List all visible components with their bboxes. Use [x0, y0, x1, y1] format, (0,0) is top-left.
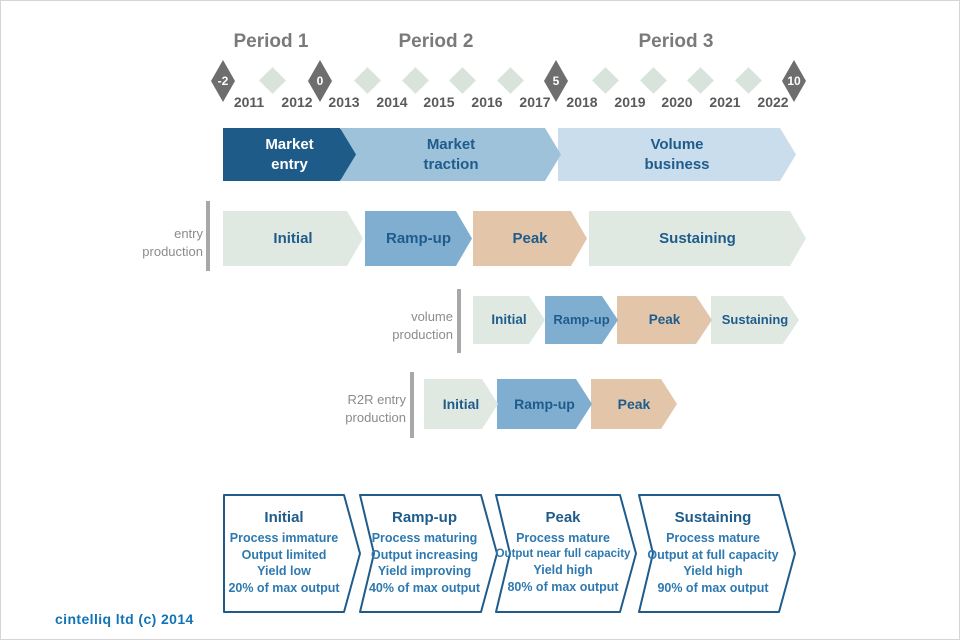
legend-line: 20% of max output [228, 580, 340, 595]
interval-diamond-icon [735, 67, 762, 94]
legend-title: Ramp-up [392, 509, 457, 526]
year-label: 2013 [328, 94, 360, 110]
legend-line: Process maturing [371, 531, 478, 545]
legend-rampup-box: Ramp-up Process maturing Output increasi… [359, 494, 498, 613]
interval-diamond-icon [354, 67, 381, 94]
r2r-rampup-arrow: Ramp-up [497, 379, 592, 429]
interval-diamond-icon [402, 67, 429, 94]
legend-line: 40% of max output [368, 580, 481, 595]
legend-line: Output increasing [371, 547, 478, 562]
volume-peak-arrow: Peak [617, 296, 712, 344]
entry-initial-arrow: Initial [223, 211, 363, 266]
legend-sustaining-box: Sustaining Process mature Output at full… [638, 494, 796, 613]
legend-box-outline [638, 494, 796, 613]
legend-title: Sustaining [674, 509, 752, 526]
legend-line: Output limited [241, 547, 327, 562]
legend-box-outline [359, 494, 498, 613]
period-3-label: Period 3 [638, 31, 714, 52]
year-label: 2019 [614, 94, 646, 110]
legend-line: 80% of max output [507, 579, 619, 594]
interval-diamond-icon [640, 67, 667, 94]
year-label: 2012 [281, 94, 313, 110]
entry-peak-arrow: Peak [473, 211, 587, 266]
legend-line: Process mature [666, 531, 760, 545]
copyright-text: cintelliq ltd (c) 2014 [55, 611, 194, 627]
legend-line: Process mature [516, 531, 610, 545]
volume-rampup-arrow: Ramp-up [545, 296, 618, 344]
market-entry-arrow: Market entry [223, 128, 356, 181]
volume-sustaining-arrow: Sustaining [711, 296, 799, 344]
year-label: 2018 [566, 94, 598, 110]
legend-line: Yield low [257, 564, 311, 579]
milestone-value: 5 [552, 74, 560, 88]
r2r-peak-arrow: Peak [591, 379, 677, 429]
volume-production-divider [457, 289, 461, 353]
year-label: 2016 [471, 94, 503, 110]
year-label: 2014 [376, 94, 408, 110]
year-label: 2015 [423, 94, 455, 110]
entry-rampup-arrow: Ramp-up [365, 211, 472, 266]
legend-peak-box: Peak Process mature Output near full cap… [495, 494, 637, 613]
entry-production-divider [206, 201, 210, 271]
volume-business-arrow: Volume business [558, 128, 796, 181]
year-label: 2011 [233, 94, 265, 110]
period-2-label: Period 2 [398, 31, 474, 52]
legend-content: Sustaining Process mature Output at full… [647, 494, 779, 613]
r2r-initial-arrow: Initial [424, 379, 498, 429]
legend-content: Peak Process mature Output near full cap… [496, 494, 631, 613]
interval-diamond-icon [687, 67, 714, 94]
interval-diamond-icon [259, 67, 286, 94]
interval-diamond-icon [497, 67, 524, 94]
legend-content: Initial Process immature Output limited … [225, 494, 343, 613]
legend-line: 90% of max output [657, 580, 769, 595]
legend-box-outline [223, 494, 361, 613]
r2r-production-label: R2R entry production [345, 392, 406, 425]
year-label: 2017 [519, 94, 551, 110]
milestone-value: -2 [217, 74, 229, 88]
year-label: 2020 [661, 94, 693, 110]
interval-diamond-icon [449, 67, 476, 94]
year-label: 2021 [709, 94, 741, 110]
legend-title: Peak [545, 509, 581, 526]
milestone-diamond: -2 [211, 60, 235, 102]
legend-line: Output near full capacity [495, 547, 631, 560]
market-traction-arrow: Market traction [341, 128, 561, 181]
volume-production-label: volume production [392, 309, 453, 342]
legend-box-outline [495, 494, 637, 613]
legend-content: Ramp-up Process maturing Output increasi… [369, 494, 480, 613]
milestone-value: 0 [316, 74, 324, 88]
milestone-value: 10 [787, 74, 801, 88]
year-label: 2022 [757, 94, 789, 110]
legend-line: Process immature [229, 531, 339, 545]
entry-sustaining-arrow: Sustaining [589, 211, 806, 266]
volume-initial-arrow: Initial [473, 296, 545, 344]
legend-line: Yield improving [377, 564, 472, 579]
legend-title: Initial [264, 509, 304, 526]
entry-production-label: entry production [142, 226, 203, 259]
interval-diamond-icon [592, 67, 619, 94]
legend-initial-box: Initial Process immature Output limited … [223, 494, 361, 613]
period-1-label: Period 1 [233, 31, 309, 52]
legend-line: Yield high [533, 562, 593, 577]
legend-line: Yield high [683, 564, 743, 579]
r2r-production-divider [410, 372, 414, 438]
legend-line: Output at full capacity [647, 547, 779, 562]
